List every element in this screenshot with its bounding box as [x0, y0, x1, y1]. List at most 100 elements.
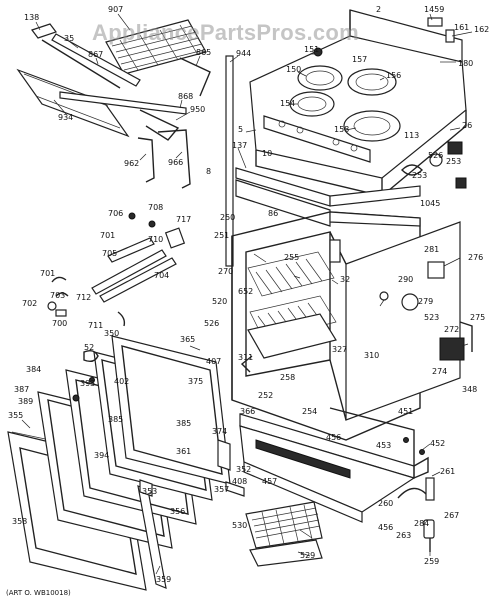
- callout-10: 10: [262, 149, 273, 158]
- callout-700: 700: [52, 319, 68, 328]
- callout-385-right: 385: [176, 419, 192, 428]
- callout-281: 281: [424, 245, 440, 254]
- callout-353: 353: [142, 487, 158, 496]
- callout-274: 274: [432, 367, 448, 376]
- callout-270: 270: [218, 267, 234, 276]
- callout-267: 267: [444, 511, 460, 520]
- art-number: (ART O. WB10018): [6, 589, 71, 597]
- callout-365: 365: [180, 335, 196, 344]
- callout-355: 355: [8, 411, 24, 420]
- callout-253-upper: 253: [446, 157, 462, 166]
- callout-327: 327: [332, 345, 348, 354]
- callout-260: 260: [378, 499, 394, 508]
- callout-867: 867: [88, 50, 104, 59]
- callout-310: 310: [364, 351, 380, 360]
- callout-113: 113: [404, 131, 420, 140]
- callout-357: 357: [214, 485, 230, 494]
- callout-252: 252: [258, 391, 274, 400]
- callout-387: 387: [14, 385, 30, 394]
- callout-701-lower: 701: [40, 269, 56, 278]
- callout-934: 934: [58, 113, 74, 122]
- callout-284: 284: [414, 519, 430, 528]
- callout-157: 157: [352, 55, 368, 64]
- callout-374: 374: [212, 427, 228, 436]
- callout-2: 2: [376, 5, 382, 14]
- callout-161: 161: [454, 23, 470, 32]
- callout-950: 950: [190, 105, 206, 114]
- callout-717: 717: [176, 215, 192, 224]
- oven-body-group: [231, 167, 473, 441]
- callout-158: 158: [334, 125, 350, 134]
- callout-526-lower: 526: [204, 319, 220, 328]
- callout-385: 385: [108, 415, 124, 424]
- callout-706: 706: [108, 209, 124, 218]
- left-rails-group: [47, 212, 186, 327]
- callout-710: 710: [148, 235, 164, 244]
- callout-868: 868: [178, 92, 194, 101]
- callout-156: 156: [386, 71, 402, 80]
- callout-279: 279: [418, 297, 434, 306]
- callout-704: 704: [154, 271, 170, 280]
- callout-523: 523: [424, 313, 440, 322]
- callout-272: 272: [444, 325, 460, 334]
- callout-530: 530: [232, 521, 248, 530]
- callout-251: 251: [214, 231, 230, 240]
- callout-451: 451: [398, 407, 414, 416]
- callout-52: 52: [84, 343, 95, 352]
- callout-154: 154: [280, 99, 296, 108]
- callout-708: 708: [148, 203, 164, 212]
- callout-705: 705: [102, 249, 118, 258]
- callout-907: 907: [108, 5, 124, 14]
- callout-250: 250: [220, 213, 236, 222]
- callout-701: 701: [100, 231, 116, 240]
- callout-26: 26: [462, 121, 473, 130]
- callout-276: 276: [468, 253, 484, 262]
- callout-253: 253: [412, 171, 428, 180]
- callout-402: 402: [114, 377, 130, 386]
- callout-352: 352: [236, 465, 252, 474]
- callout-348: 348: [462, 385, 478, 394]
- callout-944: 944: [236, 49, 252, 58]
- callout-255: 255: [284, 253, 300, 262]
- callout-457: 457: [262, 477, 278, 486]
- callout-384: 384: [26, 365, 42, 374]
- callout-162: 162: [474, 25, 490, 34]
- callout-258: 258: [280, 373, 296, 382]
- callout-393: 393: [80, 379, 96, 388]
- callout-150: 150: [286, 65, 302, 74]
- leader-lines: [21, 13, 473, 575]
- cooktop-group: [249, 9, 467, 197]
- callout-32: 32: [340, 275, 351, 284]
- callout-652: 652: [238, 287, 254, 296]
- callout-453: 453: [376, 441, 392, 450]
- callout-359: 359: [156, 575, 172, 584]
- callout-1459: 1459: [424, 5, 445, 14]
- callout-1045: 1045: [420, 199, 441, 208]
- callout-261: 261: [440, 467, 456, 476]
- callout-137: 137: [232, 141, 248, 150]
- drawer-group: [239, 407, 435, 552]
- callout-408: 408: [232, 477, 248, 486]
- callout-966: 966: [168, 158, 184, 167]
- callout-290: 290: [398, 275, 414, 284]
- broiler-pan-group: [245, 501, 323, 567]
- callout-35: 35: [64, 34, 75, 43]
- callout-452: 452: [430, 439, 446, 448]
- callout-259: 259: [424, 557, 440, 566]
- callout-8: 8: [206, 167, 212, 176]
- top-left-trim-group: [16, 19, 234, 267]
- callout-254: 254: [302, 407, 318, 416]
- watermark-text: AppliancePartsPros.com: [92, 20, 360, 45]
- callout-456: 456: [326, 433, 342, 442]
- callout-358: 358: [12, 517, 28, 526]
- callout-263: 263: [396, 531, 412, 540]
- callout-456-lower: 456: [378, 523, 394, 532]
- callout-180: 180: [458, 59, 474, 68]
- callout-703: 703: [50, 291, 66, 300]
- callout-962: 962: [124, 159, 140, 168]
- callout-151: 151: [304, 45, 320, 54]
- callout-356: 356: [170, 507, 186, 516]
- callout-275: 275: [470, 313, 486, 322]
